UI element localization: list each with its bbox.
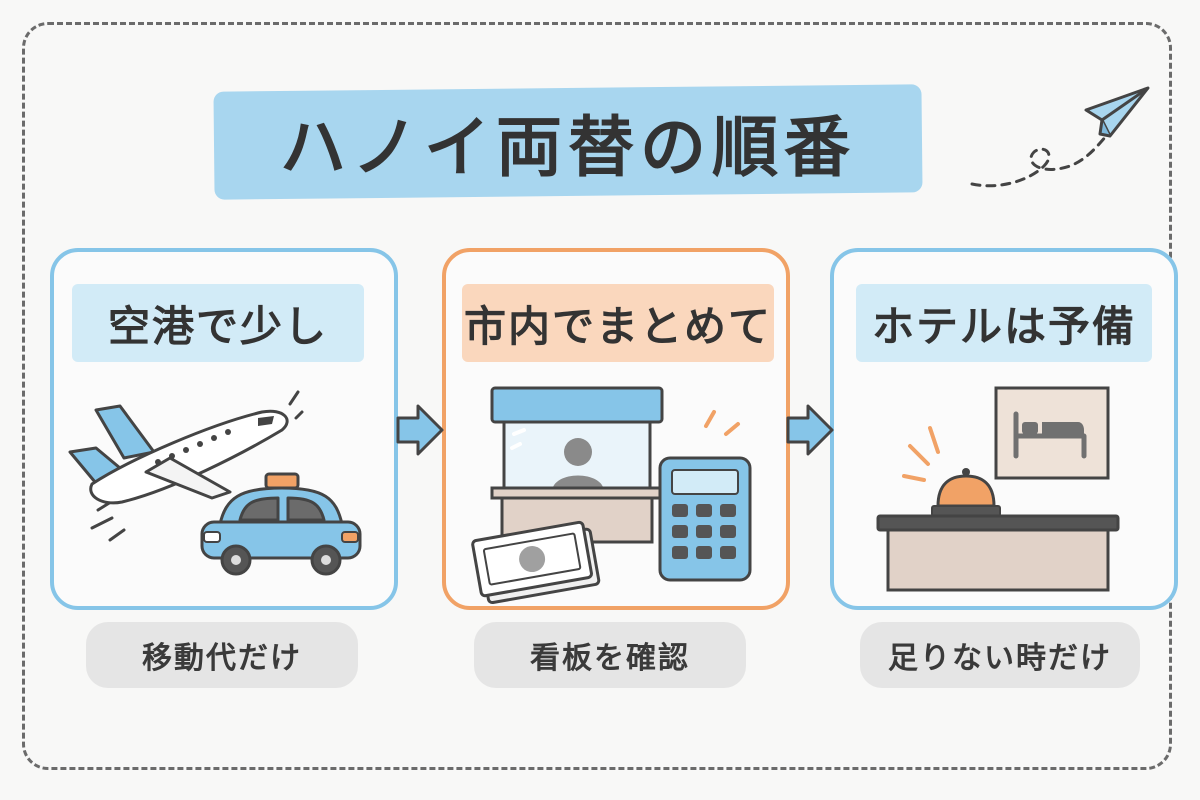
step-note-hotel: 足りない時だけ — [860, 622, 1140, 688]
taxi-icon — [200, 472, 362, 576]
arrow-right-icon — [786, 404, 834, 456]
arrow-right-icon — [396, 404, 444, 456]
bed-icon — [994, 386, 1110, 480]
step-note-city: 看板を確認 — [474, 622, 746, 688]
service-bell-icon — [902, 426, 1001, 517]
airplane-icon — [68, 390, 304, 542]
reception-desk — [876, 514, 1120, 592]
step-label-hotel: ホテルは予備 — [856, 284, 1152, 362]
calculator-icon — [658, 410, 752, 582]
page-title: ハノイ両替の順番 — [280, 109, 856, 186]
step-label-city: 市内でまとめて — [462, 284, 774, 362]
step-note-airport: 移動代だけ — [86, 622, 358, 688]
step-label-airport: 空港で少し — [72, 284, 364, 362]
paper-plane-icon — [970, 86, 1150, 188]
banknotes-icon — [471, 520, 601, 605]
